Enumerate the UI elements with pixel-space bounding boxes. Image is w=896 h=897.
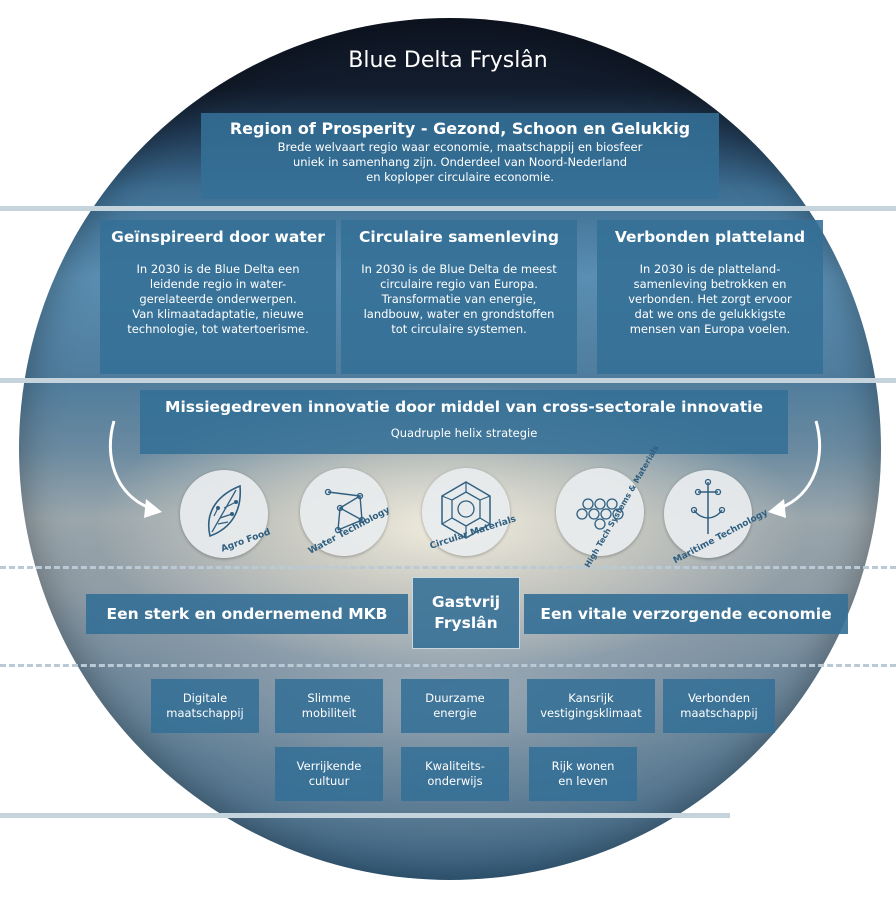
economy-right-box: Een vitale verzorgende economie — [524, 594, 848, 634]
pillar-title: Geïnspireerd door water — [111, 228, 325, 246]
pillar-water: Geïnspireerd door water In 2030 is de Bl… — [100, 220, 336, 374]
economy-center-label: Gastvrij Fryslân — [431, 593, 501, 632]
separator-line — [0, 206, 896, 211]
theme-high-tech-systems: High Tech Systems & Materials — [556, 444, 661, 569]
tile-digitale-maatschappij: Digitale maatschappij — [151, 679, 259, 733]
pillar-line: samenleving betrokken en — [633, 277, 787, 291]
tile-kwaliteits-onderwijs: Kwaliteits- onderwijs — [401, 747, 509, 801]
theme-water-technology: Water Technology — [300, 468, 392, 557]
theme-circular-materials: Circular Materials — [422, 468, 517, 556]
curved-arrow-left-icon — [108, 420, 162, 518]
tile-rijk-wonen-en-leven: Rijk wonen en leven — [529, 747, 637, 801]
mission-subtitle: Quadruple helix strategie — [390, 426, 538, 440]
maritime-technology-icon — [690, 478, 726, 534]
tile-verbonden-maatschappij: Verbonden maatschappij — [663, 679, 775, 733]
pillar-line: tot circulaire systemen. — [391, 322, 527, 336]
pillar-line: verbonden. Het zorgt ervoor — [628, 292, 792, 306]
prosperity-title: Region of Prosperity - Gezond, Schoon en… — [229, 119, 691, 138]
pillar-line: technologie, tot watertoerisme. — [127, 322, 309, 336]
economy-center-box: Gastvrij Fryslân — [412, 577, 520, 649]
mission-box: Missiegedreven innovatie door middel van… — [140, 390, 788, 454]
pillar-line: leidende regio in water- — [149, 277, 287, 291]
pillar-title: Verbonden platteland — [614, 228, 806, 246]
agro-food-icon — [207, 484, 242, 538]
economy-left-box: Een sterk en ondernemend MKB — [86, 594, 408, 634]
curved-arrow-right-icon — [768, 420, 822, 518]
dashed-separator-line — [0, 664, 896, 667]
pillar-line: In 2030 is de Blue Delta de meest — [361, 262, 557, 276]
pillar-line: mensen van Europa voelen. — [629, 322, 791, 336]
theme-maritime-technology: Maritime Technology — [664, 470, 770, 566]
pillar-line: gerelateerde onderwerpen. — [139, 292, 297, 306]
pillar-line: landbouw, water en grondstoffen — [363, 307, 555, 321]
pillar-text: In 2030 is de platteland- samenleving be… — [603, 262, 817, 337]
water-technology-icon — [324, 488, 366, 534]
pillar-line: In 2030 is de Blue Delta een — [136, 262, 300, 276]
pillar-circular: Circulaire samenleving In 2030 is de Blu… — [341, 220, 577, 374]
prosperity-line: uniek in samenhang zijn. Onderdeel van N… — [292, 155, 628, 169]
pillar-title: Circulaire samenleving — [359, 228, 559, 246]
separator-line — [0, 813, 730, 818]
high-tech-systems-icon — [576, 498, 624, 530]
pillar-text: In 2030 is de Blue Delta een leidende re… — [106, 262, 330, 337]
circular-materials-icon — [441, 481, 491, 539]
pillar-text: In 2030 is de Blue Delta de meest circul… — [347, 262, 571, 337]
tile-kansrijk-vestigingsklimaat: Kansrijk vestigingsklimaat — [527, 679, 655, 733]
tile-verrijkende-cultuur: Verrijkende cultuur — [275, 747, 383, 801]
tile-slimme-mobiliteit: Slimme mobiliteit — [275, 679, 383, 733]
pillar-line: Transformatie van energie, — [381, 292, 537, 306]
dashed-separator-line — [0, 566, 896, 569]
prosperity-box: Region of Prosperity - Gezond, Schoon en… — [201, 113, 719, 199]
theme-agro-food: Agro Food — [180, 470, 272, 558]
pillar-line: circulaire regio van Europa. — [380, 277, 538, 291]
pillar-line: dat we ons de gelukkigste — [634, 307, 786, 321]
tile-duurzame-energie: Duurzame energie — [401, 679, 509, 733]
pillar-line: In 2030 is de platteland- — [639, 262, 781, 276]
prosperity-line: en koploper circulaire economie. — [366, 170, 554, 184]
prosperity-line: Brede welvaart regio waar economie, maat… — [277, 140, 643, 154]
pillar-line: Van klimaatadaptatie, nieuwe — [132, 307, 304, 321]
mission-title: Missiegedreven innovatie door middel van… — [165, 398, 763, 416]
page-title: Blue Delta Fryslân — [348, 48, 548, 73]
pillar-platteland: Verbonden platteland In 2030 is de platt… — [597, 220, 823, 374]
separator-line — [0, 378, 896, 383]
